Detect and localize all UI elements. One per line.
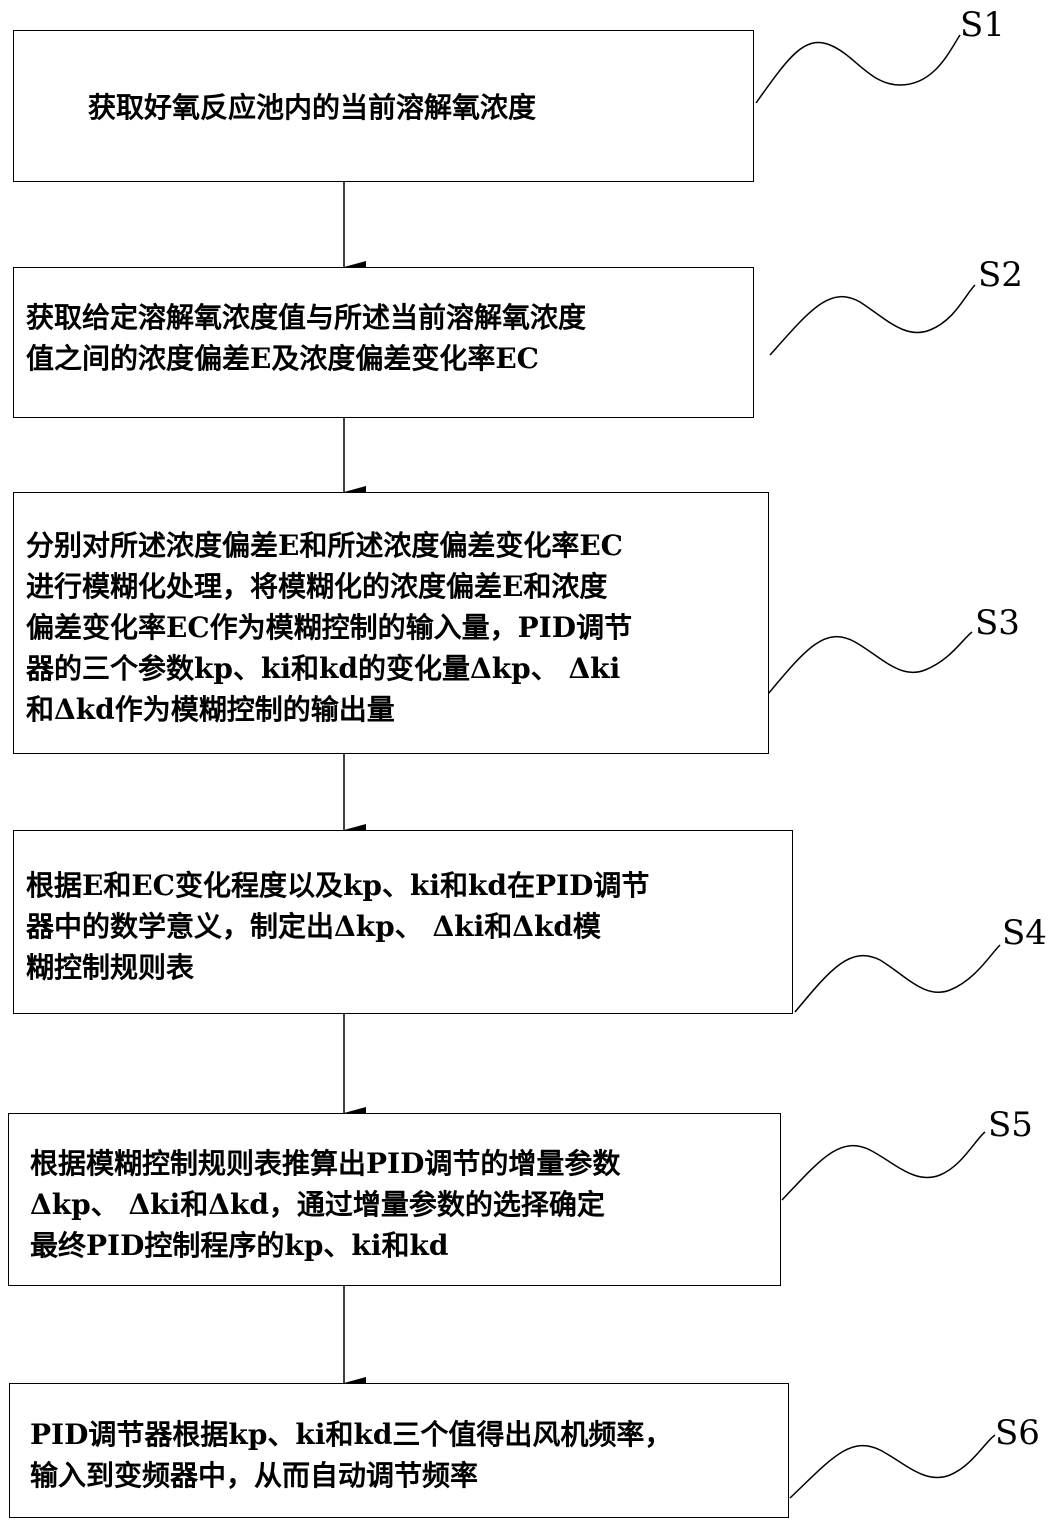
step-text-s1-line1: 获取好氧反应池内的当前溶解氧浓度 — [88, 91, 537, 124]
leader-s3 — [767, 631, 973, 695]
step-text-s6-line1: PID调节器根据kp、ki和kd三个值得出风机频率， — [30, 1418, 673, 1451]
step-text-s6-line2: 输入到变频器中，从而自动调节频率 — [30, 1459, 479, 1492]
step-text-s5-line2: Δkp、 Δki和Δkd，通过增量参数的选择确定 — [30, 1188, 605, 1221]
step-box-s3 — [13, 492, 769, 754]
step-text-s2-line1: 获取给定溶解氧浓度值与所述当前溶解氧浓度 — [26, 301, 587, 334]
step-text-s3-line5: 和Δkd作为模糊控制的输出量 — [26, 693, 395, 726]
step-text-s4-line3: 糊控制规则表 — [26, 951, 195, 984]
step-label-s6: S6 — [995, 1413, 1040, 1453]
leader-s1 — [755, 34, 961, 104]
step-text-s3-line4: 器的三个参数kp、ki和kd的变化量Δkp、 Δki — [26, 652, 621, 685]
step-text-s4-line1: 根据E和EC变化程度以及kp、ki和kd在PID调节 — [26, 869, 650, 902]
step-text-s2-line2: 值之间的浓度偏差E及浓度偏差变化率EC — [26, 342, 539, 375]
leader-s2 — [769, 284, 976, 356]
step-box-s1 — [13, 30, 754, 182]
leader-s4 — [794, 944, 1001, 1013]
step-label-s3: S3 — [975, 603, 1020, 643]
step-label-s4: S4 — [1002, 913, 1047, 953]
step-box-s4 — [13, 830, 793, 1014]
step-text-s4-line2: 器中的数学意义，制定出Δkp、 Δki和Δkd模 — [26, 910, 601, 943]
step-text-s3-line2: 进行模糊化处理，将模糊化的浓度偏差E和浓度 — [26, 570, 608, 603]
leader-s5 — [781, 1131, 986, 1201]
leader-s6 — [789, 1434, 996, 1499]
step-label-s1: S1 — [960, 5, 1005, 45]
step-text-s5-line1: 根据模糊控制规则表推算出PID调节的增量参数 — [30, 1147, 621, 1180]
step-box-s5 — [8, 1113, 781, 1286]
step-box-s6 — [9, 1383, 789, 1518]
step-text-s3-line1: 分别对所述浓度偏差E和所述浓度偏差变化率EC — [26, 529, 623, 562]
step-label-s5: S5 — [988, 1105, 1033, 1145]
step-box-s2 — [13, 267, 754, 418]
step-text-s5-line3: 最终PID控制程序的kp、ki和kd — [30, 1229, 449, 1262]
step-label-s2: S2 — [978, 255, 1023, 295]
step-text-s3-line3: 偏差变化率EC作为模糊控制的输入量，PID调节 — [26, 611, 633, 644]
